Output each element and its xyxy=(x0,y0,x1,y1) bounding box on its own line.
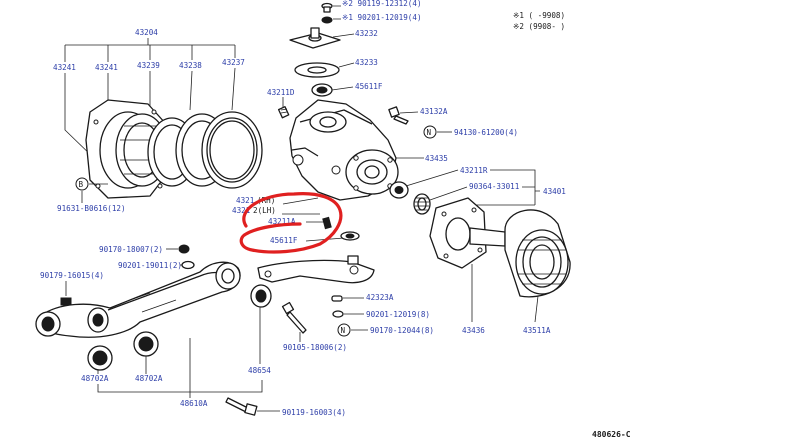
label-43401: 43401 xyxy=(543,187,566,196)
bushing-48654 xyxy=(250,284,272,308)
label-lh: 2(LH) xyxy=(253,206,276,215)
label-43435: 43435 xyxy=(425,154,448,163)
top-fastener-stack xyxy=(277,2,341,119)
label-42323a: 42323A xyxy=(366,293,394,302)
label-90119-12312: ※2 90119-12312(4) xyxy=(342,0,422,8)
label-43211r: 43211R xyxy=(460,166,488,175)
marker-b xyxy=(75,177,89,191)
seal-rings-stack xyxy=(85,99,263,199)
label-90201-12019-top: ※1 90201-12019(4) xyxy=(342,13,422,22)
label-94130-61200: 94130-61200(4) xyxy=(454,128,518,137)
label-90364-33011: 90364-33011 xyxy=(469,182,520,191)
label-48702a-left: 48702A xyxy=(81,374,109,383)
label-43237: 43237 xyxy=(222,58,245,67)
label-90105-18006: 90105-18006(2) xyxy=(283,343,347,352)
label-90201-12019-8: 90201-12019(8) xyxy=(366,310,430,319)
label-48702a-right: 48702A xyxy=(135,374,163,383)
label-43204: 43204 xyxy=(135,28,158,37)
note-1: ※1 ( -9908) xyxy=(513,11,565,20)
label-48610a: 48610A xyxy=(180,399,208,408)
label-43232: 43232 xyxy=(355,29,378,38)
label-rh: (RH) xyxy=(257,196,275,205)
lower-control-arm xyxy=(35,261,241,338)
label-43239: 43239 xyxy=(137,61,160,70)
note-2: ※2 (9908- ) xyxy=(513,22,565,31)
label-90119-16003: 90119-16003(4) xyxy=(282,408,346,417)
label-43211d: 43211D xyxy=(267,88,295,97)
label-43241-a: 43241 xyxy=(53,63,76,72)
label-90170-18007: 90170-18007(2) xyxy=(99,245,163,254)
label-43511a: 43511A xyxy=(523,326,551,335)
needle-bearing xyxy=(413,193,431,215)
label-43241-b: 43241 xyxy=(95,63,118,72)
label-90201-19011: 90201-19011(2) xyxy=(118,261,182,270)
label-90170-12044: 90170-12044(8) xyxy=(370,326,434,335)
label-90179-16015: 90179-16015(4) xyxy=(40,271,104,280)
bolt-90119-16003 xyxy=(225,397,258,416)
pin-42323a xyxy=(331,295,343,302)
red-annotation-mark xyxy=(239,192,343,254)
label-43132a: 43132A xyxy=(420,107,448,116)
label-43238: 43238 xyxy=(179,61,202,70)
label-43211a: 43211A xyxy=(268,217,296,226)
label-45611f-top: 45611F xyxy=(355,82,383,91)
label-4321-lh: 4321 xyxy=(232,206,251,215)
drawing-code: 480626-C xyxy=(592,430,631,439)
bushing-48702a-left xyxy=(87,345,113,371)
marker-n-top xyxy=(423,125,437,139)
label-48654: 48654 xyxy=(248,366,271,375)
label-4321-rh: 4321 xyxy=(236,196,255,205)
nut-90170-18007 xyxy=(178,244,190,254)
label-45611f: 45611F xyxy=(270,236,298,245)
washer-90201 xyxy=(332,310,344,318)
bolt-90105 xyxy=(281,301,307,334)
spindle-hub-assembly xyxy=(429,197,571,298)
marker-b-text: B xyxy=(79,180,84,189)
marker-n-top-text: N xyxy=(427,128,432,137)
steering-knuckle-housing xyxy=(289,99,409,201)
bushing-48702a-right xyxy=(133,331,159,357)
knuckle-arm-pin xyxy=(322,216,360,241)
label-43436: 43436 xyxy=(462,326,485,335)
marker-n-lower xyxy=(337,323,351,337)
label-43233: 43233 xyxy=(355,58,378,67)
bolt-43132a xyxy=(388,106,409,125)
steering-arm xyxy=(257,255,375,284)
label-91631-b0616: 91631-B0616(12) xyxy=(57,204,126,213)
marker-n-lower-text: N xyxy=(341,326,346,335)
washer-90201-19011 xyxy=(181,260,195,270)
nut-90179-16015 xyxy=(60,297,72,306)
